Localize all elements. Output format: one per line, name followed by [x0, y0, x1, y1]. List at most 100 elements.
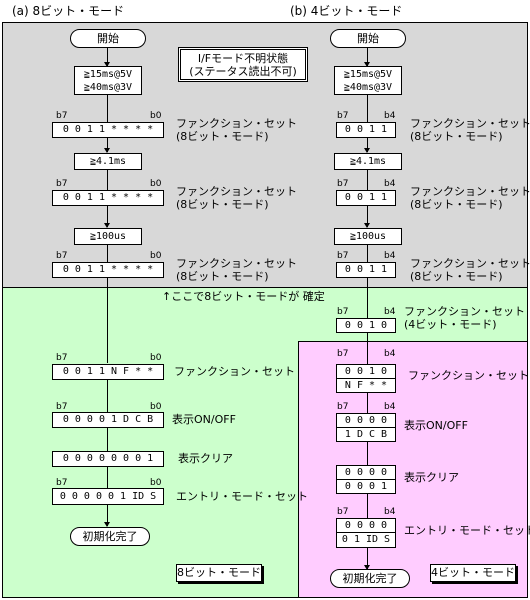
left-arrowhead-1	[104, 62, 110, 67]
right-flow-line-1	[367, 48, 368, 66]
mode-tag-4bit: 4ビット・モード	[430, 564, 516, 582]
r3-b4: b4	[384, 251, 396, 261]
l1-b7: b7	[56, 111, 68, 121]
right-arrowhead-1	[364, 62, 370, 67]
function-set-label-r2: ファンクション・セット	[410, 185, 530, 198]
r6-b7: b7	[337, 402, 349, 412]
function-set-8bit-1: 0 0 1 1 * * * *	[52, 122, 164, 138]
right-flow-line-6	[367, 244, 368, 262]
left-arrowhead-2	[104, 148, 110, 153]
r5-b4: b4	[384, 349, 396, 359]
right-arrowhead-4	[364, 565, 370, 570]
entry-mode-8bit: 0 0 0 0 0 1 ID S	[52, 488, 164, 505]
function-set-4bit-lo: N F * *	[336, 378, 396, 393]
display-clear-label-8bit: 表示クリア	[178, 452, 233, 465]
eight-bit-mode-label-r1: (8ビット・モード)	[410, 130, 503, 143]
left-flow-line-8	[107, 379, 108, 412]
l5-b0: b0	[150, 402, 162, 412]
wait-4ms-4bit: ≧4.1ms	[334, 153, 402, 170]
mode-tag-8bit: 8ビット・モード	[176, 564, 262, 582]
display-clear-8bit: 0 0 0 0 0 0 0 1	[52, 451, 164, 467]
left-arrowhead-3	[104, 223, 110, 228]
if-unknown-line2: (ステータス読出不可)	[189, 65, 297, 78]
wait-100us-4bit: ≧100us	[334, 228, 402, 245]
r2-b4: b4	[384, 179, 396, 189]
r5-b7: b7	[337, 349, 349, 359]
function-set-label-l4: ファンクション・セット	[174, 365, 295, 378]
function-set-label-l2: ファンクション・セット	[176, 185, 297, 198]
right-arrowhead-3	[364, 223, 370, 228]
power-wait-8bit-3v: ≧40ms@3V	[83, 82, 133, 93]
power-wait-4bit-5v: ≧15ms@5V	[343, 69, 393, 80]
start-terminal-4bit: 開始	[330, 29, 406, 48]
r4-b7: b7	[337, 307, 349, 317]
function-set-4bit-switch: 0 0 1 0	[336, 318, 396, 333]
display-clear-label-4bit: 表示クリア	[404, 471, 459, 484]
left-arrowhead-4	[104, 522, 110, 527]
function-set-label-r4: ファンクション・セット	[404, 305, 525, 318]
r8-b4: b4	[384, 507, 396, 517]
function-set-label-r3: ファンクション・セット	[410, 257, 530, 270]
eight-bit-mode-label-l1: (8ビット・モード)	[176, 130, 269, 143]
four-bit-mode-label-r4: (4ビット・モード)	[404, 318, 497, 331]
l2-b0: b0	[150, 179, 162, 189]
if-unknown-note: I/Fモード不明状態 (ステータス読出不可)	[178, 47, 308, 82]
title-4bit: (b) 4ビット・モード	[290, 4, 403, 18]
wait-100us-8bit: ≧100us	[74, 228, 142, 245]
function-set-4bit-2: 0 0 1 1	[336, 190, 396, 206]
function-set-8bit-3: 0 0 1 1 * * * *	[52, 262, 164, 278]
right-flow-line-2	[367, 94, 368, 122]
right-flow-line-9	[367, 392, 368, 413]
wait-4ms-8bit: ≧4.1ms	[74, 153, 142, 170]
start-terminal-8bit: 開始	[70, 29, 146, 48]
l7-b7: b7	[56, 478, 68, 488]
r4-b4: b4	[384, 307, 396, 317]
l3-b7: b7	[56, 251, 68, 261]
if-unknown-line1: I/Fモード不明状態	[197, 52, 289, 65]
l4-b0: b0	[150, 353, 162, 363]
eight-bit-mode-label-l2: (8ビット・モード)	[176, 198, 269, 211]
function-set-label-r1: ファンクション・セット	[410, 117, 530, 130]
right-flow-line-10	[367, 442, 368, 465]
right-flow-line-3	[367, 137, 368, 152]
left-flow-line-1	[107, 48, 108, 66]
function-set-8bit-final: 0 0 1 1 N F * *	[52, 364, 164, 380]
eight-bit-mode-label-l3: (8ビット・モード)	[176, 270, 269, 283]
right-flow-line-11	[367, 494, 368, 518]
entry-mode-label-4bit: エントリ・モード・セット	[404, 524, 530, 537]
left-flow-line-4	[107, 170, 108, 190]
power-wait-8bit-5v: ≧15ms@5V	[83, 69, 133, 80]
function-set-4bit-hi: 0 0 1 0	[336, 364, 396, 379]
function-set-4bit-1: 0 0 1 1	[336, 122, 396, 138]
eight-bit-confirmed-note: ↑ここで8ビット・モードが 確定	[162, 290, 325, 303]
init-done-8bit: 初期化完了	[70, 527, 150, 546]
init-done-4bit: 初期化完了	[330, 569, 410, 588]
r2-b7: b7	[337, 179, 349, 189]
function-set-4bit-3: 0 0 1 1	[336, 262, 396, 278]
function-set-label-l1: ファンクション・セット	[176, 117, 297, 130]
display-clear-4bit-lo: 0 0 0 1	[336, 479, 396, 494]
left-flow-line-6	[107, 244, 108, 262]
title-8bit: (a) 8ビット・モード	[12, 4, 125, 18]
r3-b7: b7	[337, 251, 349, 261]
l7-b0: b0	[150, 478, 162, 488]
entry-mode-4bit-hi: 0 0 0 0	[336, 518, 396, 533]
right-arrowhead-2	[364, 148, 370, 153]
left-flow-line-7	[107, 277, 108, 363]
right-flow-line-5	[367, 205, 368, 227]
display-onoff-4bit-hi: 0 0 0 0	[336, 413, 396, 428]
left-flow-line-9	[107, 427, 108, 451]
eight-bit-mode-label-r3: (8ビット・モード)	[410, 270, 503, 283]
eight-bit-mode-label-r2: (8ビット・モード)	[410, 198, 503, 211]
left-flow-line-10	[107, 466, 108, 488]
l4-b7: b7	[56, 353, 68, 363]
r1-b7: b7	[337, 111, 349, 121]
l2-b7: b7	[56, 179, 68, 189]
right-flow-line-12	[367, 547, 368, 569]
r1-b4: b4	[384, 111, 396, 121]
left-flow-line-2	[107, 94, 108, 122]
left-flow-line-5	[107, 205, 108, 227]
right-flow-line-7	[367, 277, 368, 318]
l3-b0: b0	[150, 251, 162, 261]
